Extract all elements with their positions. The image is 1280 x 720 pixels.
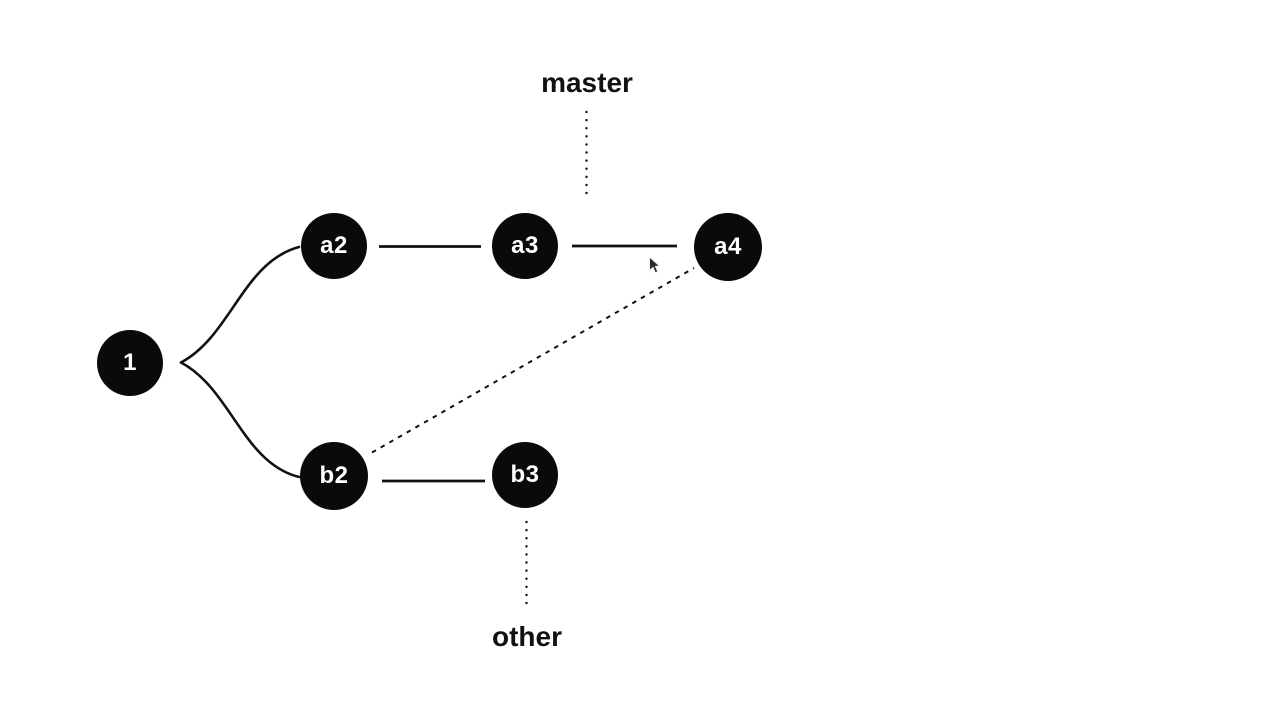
commit-node-a3: a3 bbox=[492, 213, 558, 279]
edge-1-b2 bbox=[179, 361, 301, 479]
mouse-cursor-icon bbox=[649, 256, 661, 274]
commit-node-b2: b2 bbox=[300, 442, 368, 510]
branch-label-other: other bbox=[492, 621, 562, 652]
branch-label-master: master bbox=[541, 67, 633, 98]
commit-node-a4: a4 bbox=[694, 213, 762, 281]
commit-node-1: 1 bbox=[97, 330, 163, 396]
commit-node-a2: a2 bbox=[301, 213, 367, 279]
edge-b2-a4-dashed bbox=[371, 267, 695, 454]
commit-node-b3: b3 bbox=[492, 442, 558, 508]
edge-1-a2 bbox=[179, 245, 301, 364]
